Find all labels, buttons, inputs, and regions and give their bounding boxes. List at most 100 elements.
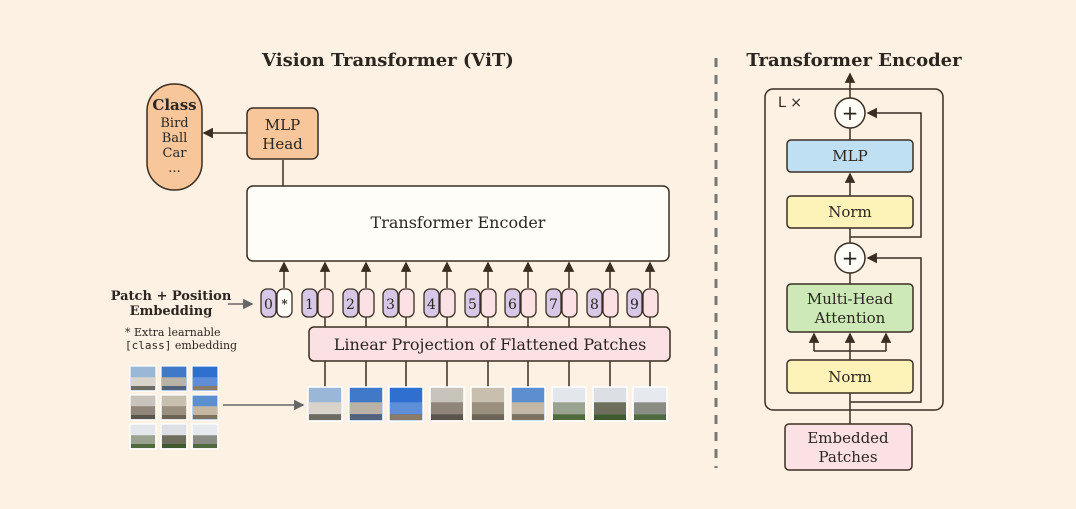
position-index: 4 bbox=[427, 297, 436, 313]
mlp-head-label: Head bbox=[262, 135, 303, 153]
token-8: 8 bbox=[586, 261, 619, 327]
position-index: 8 bbox=[590, 297, 599, 313]
vit-title: Vision Transformer (ViT) bbox=[261, 50, 514, 71]
class-item: ... bbox=[168, 161, 180, 176]
token-7: 7 bbox=[545, 261, 578, 327]
residual-path-1 bbox=[850, 252, 922, 403]
mlp-label: MLP bbox=[832, 147, 867, 165]
position-index: 5 bbox=[468, 297, 477, 313]
repeat-label: L × bbox=[778, 95, 802, 111]
grid-patch bbox=[129, 394, 157, 421]
position-embedding-pill bbox=[342, 288, 359, 318]
patch-thumbnail bbox=[429, 386, 465, 422]
patch-thumbnail bbox=[388, 386, 424, 422]
transformer-encoder-box: Transformer Encoder bbox=[246, 185, 670, 262]
patch-embedding-pill bbox=[642, 288, 659, 318]
patch-thumbnail bbox=[510, 386, 546, 422]
grid-patch bbox=[191, 394, 219, 421]
position-embedding-pill bbox=[423, 288, 440, 318]
norm-bottom-label: Norm bbox=[828, 368, 872, 386]
patch-thumbnail bbox=[348, 386, 384, 422]
grid-patch bbox=[129, 423, 157, 450]
patch-position-label: Patch + Position bbox=[111, 289, 232, 304]
position-embedding-pill bbox=[382, 288, 399, 318]
patch-embedding-pill bbox=[561, 288, 578, 318]
flattened-patches bbox=[307, 361, 668, 422]
position-embedding-pill bbox=[464, 288, 481, 318]
grid-patch bbox=[160, 394, 188, 421]
position-index: 7 bbox=[549, 297, 558, 313]
patch-thumbnail bbox=[551, 386, 587, 422]
class-output-box: Class Bird Ball Car ... bbox=[146, 83, 203, 191]
patch-embedding-pill bbox=[358, 288, 375, 318]
patch-thumbnail bbox=[470, 386, 506, 422]
position-embedding-pill bbox=[586, 288, 603, 318]
patch-embedding-pill bbox=[480, 288, 497, 318]
position-index: 1 bbox=[305, 297, 314, 313]
position-embedding-pill bbox=[504, 288, 521, 318]
embedded-patches-label: Patches bbox=[818, 448, 877, 466]
class-item: Bird bbox=[160, 116, 188, 131]
position-embedding-pill bbox=[260, 288, 277, 318]
class-item: Car bbox=[163, 146, 188, 161]
residual-path-2 bbox=[850, 107, 922, 238]
encoder-repeat-frame bbox=[764, 88, 944, 411]
position-index: 0 bbox=[264, 297, 273, 313]
class-code: [class] bbox=[125, 339, 171, 352]
mlp-box bbox=[786, 139, 914, 173]
mid-add-symbol: + bbox=[842, 246, 859, 270]
position-embedding-pill bbox=[545, 288, 562, 318]
patch-thumbnail bbox=[307, 386, 343, 422]
token-2: 2 bbox=[342, 261, 375, 327]
token-5: 5 bbox=[464, 261, 497, 327]
top-add-symbol: + bbox=[842, 101, 859, 125]
patch-embedding-pill bbox=[398, 288, 415, 318]
position-embedding-pill bbox=[301, 288, 318, 318]
norm-top-label: Norm bbox=[828, 203, 872, 221]
attention-label: Multi-Head bbox=[807, 290, 894, 308]
extra-note-rest: embedding bbox=[171, 339, 237, 352]
mlp-head-label: MLP bbox=[265, 116, 300, 134]
position-index: 9 bbox=[630, 297, 639, 313]
attention-label: Attention bbox=[814, 309, 886, 327]
patch-position-label: Embedding bbox=[130, 304, 213, 319]
token-6: 6 bbox=[504, 261, 537, 327]
embedded-patches-box bbox=[784, 423, 913, 471]
position-index: 2 bbox=[346, 297, 355, 313]
extra-note: * Extra learnable bbox=[125, 326, 221, 339]
token-0: 0* bbox=[260, 261, 293, 318]
grid-patch bbox=[129, 365, 157, 392]
patch-embedding-pill bbox=[439, 288, 456, 318]
grid-patch bbox=[191, 423, 219, 450]
mlp-head-box: MLP Head bbox=[246, 107, 319, 160]
encoder-block-title: Transformer Encoder bbox=[746, 50, 962, 71]
token-9: 9 bbox=[626, 261, 659, 327]
position-embedding-pill bbox=[626, 288, 643, 318]
class-heading: Class bbox=[152, 96, 196, 114]
position-index: 6 bbox=[508, 297, 517, 313]
linear-projection-label: Linear Projection of Flattened Patches bbox=[334, 335, 647, 354]
grid-patch bbox=[191, 365, 219, 392]
grid-patch bbox=[160, 365, 188, 392]
transformer-encoder-label: Transformer Encoder bbox=[371, 213, 546, 232]
position-index: 3 bbox=[386, 297, 395, 313]
grid-patch bbox=[160, 423, 188, 450]
token-4: 4 bbox=[423, 261, 456, 327]
patch-embedding-pill bbox=[520, 288, 537, 318]
patch-thumbnail bbox=[632, 386, 668, 422]
extra-note-line2: [class] embedding bbox=[125, 339, 237, 352]
image-patch-grid bbox=[129, 365, 219, 450]
class-token-pill bbox=[276, 288, 293, 318]
patch-embedding-pill bbox=[317, 288, 334, 318]
token-1: 1 bbox=[301, 261, 334, 327]
class-item: Ball bbox=[162, 131, 188, 146]
attention-box bbox=[786, 283, 914, 333]
patch-embedding-pill bbox=[602, 288, 619, 318]
linear-projection-box: Linear Projection of Flattened Patches bbox=[308, 326, 671, 362]
embedded-patches-label: Embedded bbox=[807, 429, 889, 447]
patch-thumbnail bbox=[592, 386, 628, 422]
token-3: 3 bbox=[382, 261, 415, 327]
class-token-star: * bbox=[281, 297, 288, 311]
